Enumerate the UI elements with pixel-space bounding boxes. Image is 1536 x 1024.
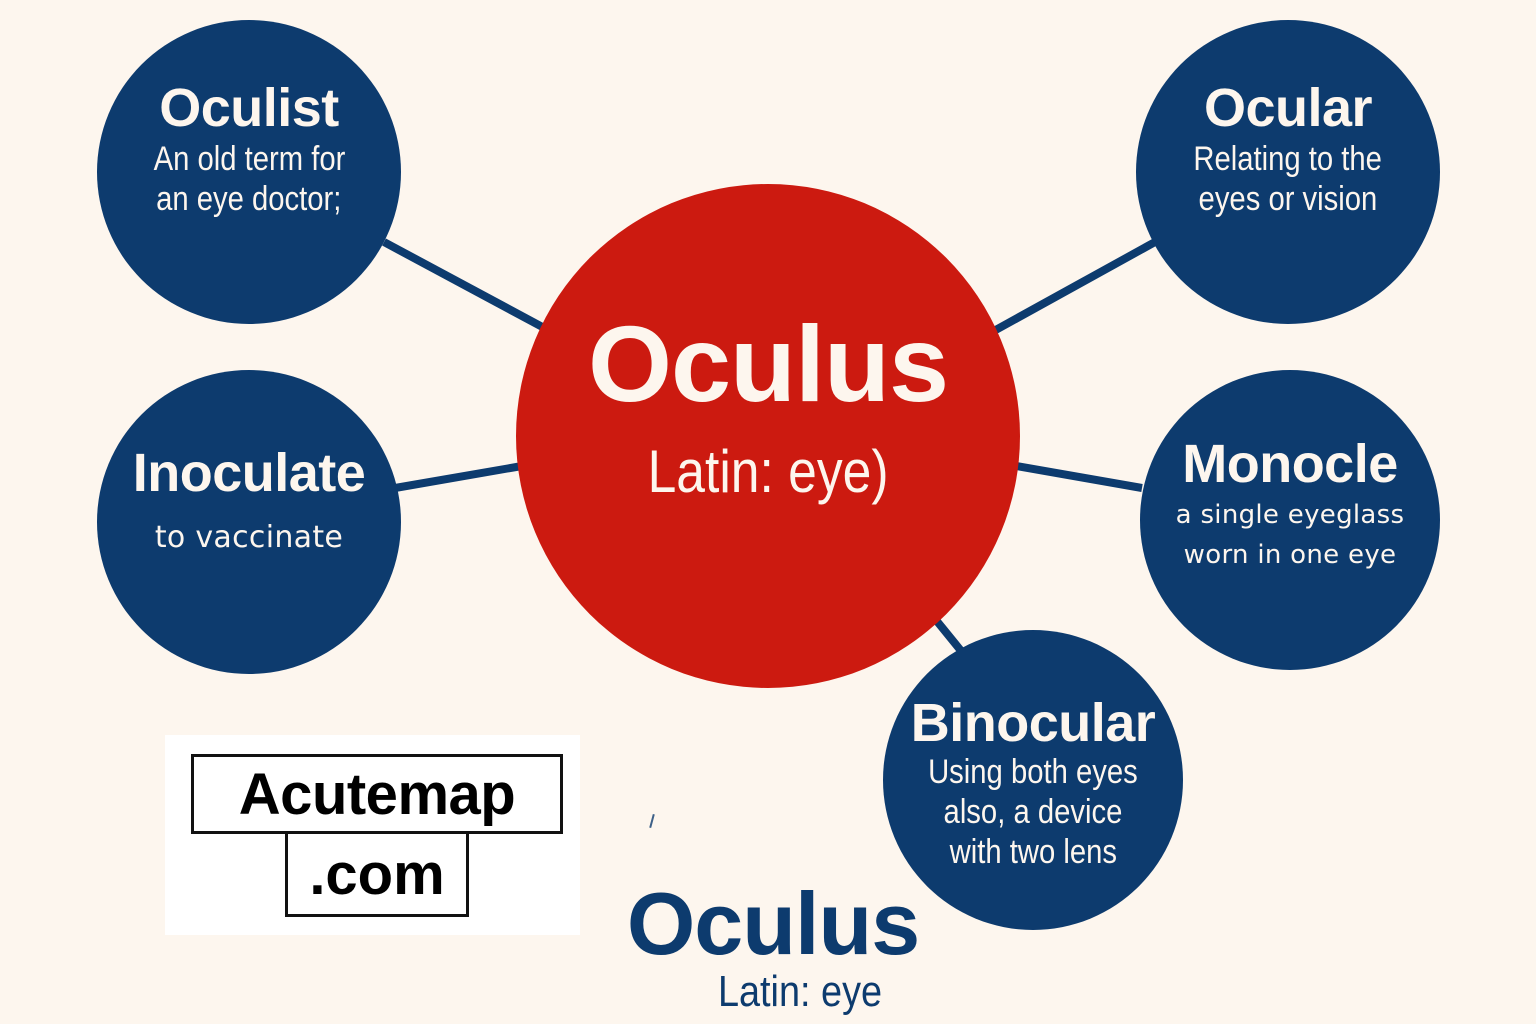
node-binocular: Binocular Using both eyes also, a device… xyxy=(883,630,1183,930)
node-binocular-desc-line-1: Using both eyes xyxy=(928,753,1138,791)
node-monocle-desc-line-1: a single eyeglass xyxy=(1175,500,1405,530)
connector-ocular xyxy=(990,238,1157,336)
node-monocle: Monocle a single eyeglass worn in one ey… xyxy=(1140,370,1440,670)
node-monocle-desc-line-2: worn in one eye xyxy=(1183,540,1397,570)
node-ocular-title: Ocular xyxy=(1203,78,1373,138)
center-title: Oculus xyxy=(587,303,949,424)
node-inoculate-desc-line-1: to vaccinate xyxy=(154,520,344,555)
node-monocle-title: Monocle xyxy=(1182,434,1398,494)
center-node-oculus: Oculus Latin: eye) xyxy=(516,184,1020,688)
logo-line-1: Acutemap xyxy=(191,754,563,834)
node-ocular-desc-line-1: Relating to the xyxy=(1193,140,1383,178)
footer-title: Oculus xyxy=(626,874,920,973)
node-binocular-desc-line-2: also, a device xyxy=(943,793,1123,831)
logo-line-2: .com xyxy=(285,834,469,917)
node-oculist-desc-line-1: An old term for xyxy=(153,140,345,178)
node-oculist-desc-line-2: an eye doctor; xyxy=(156,180,342,218)
node-oculist-title: Oculist xyxy=(159,78,339,138)
acutemap-logo: Acutemap .com xyxy=(165,735,580,935)
center-subtitle: Latin: eye) xyxy=(647,438,889,505)
node-binocular-desc-line-3: with two lens xyxy=(949,833,1117,871)
node-ocular: Ocular Relating to the eyes or vision xyxy=(1136,20,1440,324)
connector-inoculate xyxy=(394,462,523,492)
connector-binocular xyxy=(932,617,966,655)
node-inoculate-title: Inoculate xyxy=(132,443,366,503)
node-binocular-title: Binocular xyxy=(910,693,1156,753)
node-oculist: Oculist An old term for an eye doctor; xyxy=(97,20,401,324)
node-inoculate: Inoculate to vaccinate xyxy=(97,370,401,674)
connector-oculist xyxy=(382,238,550,334)
connector-monocle xyxy=(1015,462,1143,492)
node-ocular-desc-line-2: eyes or vision xyxy=(1198,180,1378,218)
footer-subtitle: Latin: eye xyxy=(717,967,883,1016)
